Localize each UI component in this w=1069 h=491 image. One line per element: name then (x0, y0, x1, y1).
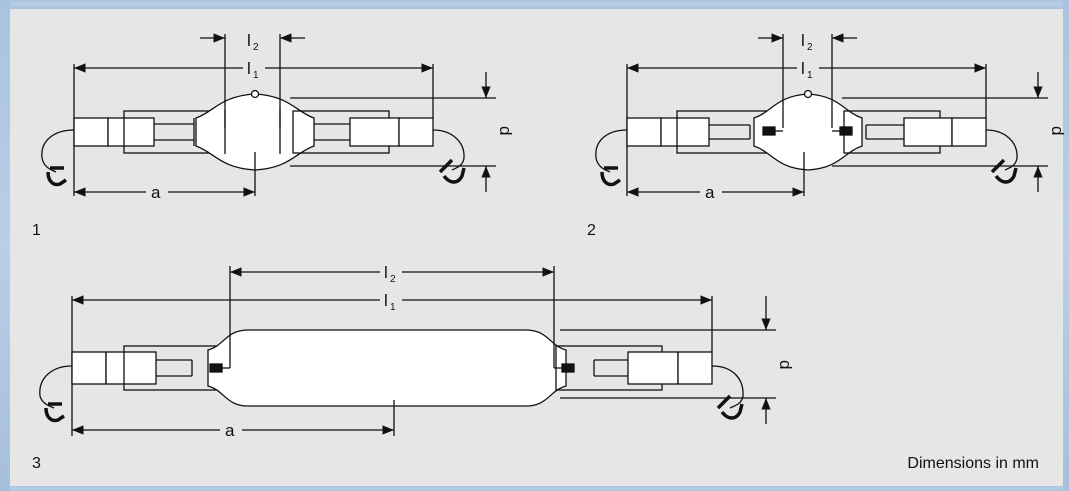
fig3-d-label: d (776, 360, 795, 369)
fig1-d-label: d (496, 126, 515, 135)
frame-right (1063, 0, 1069, 491)
fig2-l2-label: l (801, 31, 805, 50)
frame-bottom (0, 486, 1069, 491)
figure-3-labels: l 2 l 1 a d (220, 262, 795, 440)
figure-2-number: 2 (587, 222, 596, 239)
figure-1-labels: l 2 l 1 a d (146, 28, 515, 202)
fig2-l1-label: l (801, 59, 805, 78)
figure-1-lamp (41, 33, 496, 197)
figure-2-lamp (595, 33, 1048, 197)
fig2-a-label: a (705, 183, 715, 202)
figure-1-number: 1 (32, 222, 41, 239)
figure-2-labels: l 2 l 1 a d (700, 28, 1067, 202)
fig3-l2-subscript: 2 (390, 274, 396, 285)
fig2-l2-subscript: 2 (807, 42, 813, 53)
units-note: Dimensions in mm (907, 455, 1039, 472)
fig2-l1-subscript: 1 (807, 70, 813, 81)
frame-top (0, 0, 1069, 9)
figure-3-number: 3 (32, 455, 41, 472)
fig1-a-label: a (151, 183, 161, 202)
figure-3-lamp (39, 266, 776, 436)
drawing-panel (10, 9, 1063, 486)
fig3-l2-label: l (384, 263, 388, 282)
fig3-l1-label: l (384, 291, 388, 310)
fig3-l1-subscript: 1 (390, 302, 396, 313)
frame-left (0, 0, 10, 491)
fig1-l1-label: l (247, 59, 251, 78)
fig1-l2-label: l (247, 31, 251, 50)
fig2-d-label: d (1048, 126, 1067, 135)
fig3-a-label: a (225, 421, 235, 440)
fig1-l1-subscript: 1 (253, 70, 259, 81)
fig1-l2-subscript: 2 (253, 42, 259, 53)
